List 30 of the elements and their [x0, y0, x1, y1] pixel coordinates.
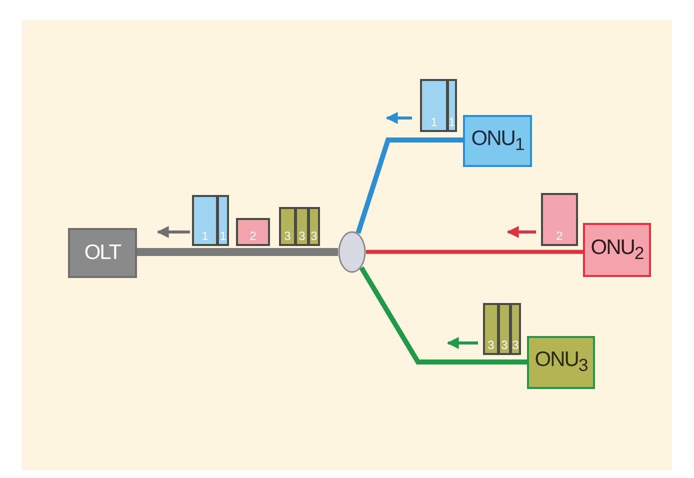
data-packet — [483, 303, 521, 355]
packet-number: 3 — [294, 209, 307, 244]
network-device-box — [583, 223, 651, 277]
data-packet — [192, 195, 229, 246]
packet-number: 1 — [446, 81, 455, 130]
packet-number: 3 — [307, 209, 318, 244]
device-label: ONU$_{1}$ — [471, 126, 524, 156]
packet-number: 1 — [194, 197, 216, 244]
device-label: OLT — [84, 241, 121, 265]
arrow — [156, 226, 190, 238]
network-device-box — [68, 228, 137, 278]
network-device-box — [527, 336, 595, 389]
fiber-line — [366, 250, 583, 254]
packet-number: 1 — [422, 81, 446, 130]
network-device-box — [463, 115, 532, 167]
device-label: ONU$_{3}$ — [534, 348, 588, 377]
splitter-circle — [338, 231, 366, 273]
data-packet — [279, 207, 320, 246]
packet-number: 1 — [216, 197, 227, 244]
device-label: ONU$_{2}$ — [590, 236, 644, 264]
data-packet — [420, 79, 457, 132]
fiber-line — [356, 138, 463, 234]
fiber-line — [137, 248, 338, 256]
packet-number: 2 — [543, 195, 576, 244]
packet-number: 3 — [509, 305, 519, 353]
packet-number: 3 — [485, 305, 497, 353]
fiber-line — [359, 266, 527, 364]
packet-number: 3 — [497, 305, 509, 353]
packet-number: 2 — [238, 220, 268, 244]
packet-number: 3 — [281, 209, 294, 244]
